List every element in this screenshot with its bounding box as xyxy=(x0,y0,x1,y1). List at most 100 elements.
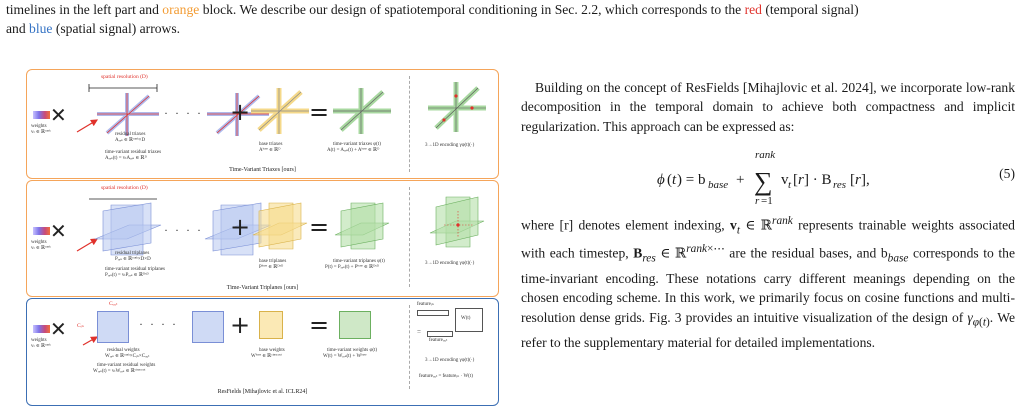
residual-label: residual weights xyxy=(107,348,140,353)
encoding-label: 3→1D encoding γφ(t)(·) xyxy=(425,358,475,363)
base-math: Aᵇᵃˢᵉ ∈ ℝᴰ xyxy=(259,148,281,153)
tv-label: time-variant weights φ(t) xyxy=(327,348,378,353)
wt-label: W(t) xyxy=(461,316,471,321)
ellipsis: · · · · xyxy=(139,317,178,331)
panel-caption: Time-Variant Triplanes [ours] xyxy=(226,285,299,291)
plus-icon: + xyxy=(230,213,251,241)
panel-caption: Time-Variant Triaxes [ours] xyxy=(229,167,296,173)
weights-math: vₜ ∈ ℝʳᵃⁿᵏ xyxy=(31,344,51,349)
base-math: Pᵇᵃˢᵉ ∈ ℝᴰˣᴰ xyxy=(259,265,284,270)
svg-text:) = b: ) = b xyxy=(677,172,705,188)
svg-text:t: t xyxy=(788,179,792,191)
intro-text: timelines in the left part and orange bl… xyxy=(6,2,859,36)
figure-3: ✕ weights vₜ ∈ ℝʳᵃⁿᵏ spatial resolution … xyxy=(26,69,499,406)
weights-math: vₜ ∈ ℝʳᵃⁿᵏ xyxy=(31,130,51,135)
encoding-triaxes-diagram xyxy=(428,82,486,132)
svg-text:v: v xyxy=(781,172,789,188)
residual-weight-square xyxy=(97,311,129,343)
arrow-lines xyxy=(82,336,99,346)
residual-math: Wᵣₑₛ ∈ ℝʳᵃⁿᵏ×Cᵢₙ×Cₒᵤₜ xyxy=(105,354,150,359)
tv-residual-label: time-variant residual weights xyxy=(97,363,156,368)
base-math: Wᵇᵃˢᵉ ∈ ℝᶜⁱⁿˣᶜᵒᵘᵗ xyxy=(251,354,282,359)
base-triaxes-diagram xyxy=(251,88,309,134)
svg-text:+: + xyxy=(736,172,744,188)
tv-label: time-variant triplanes φ(t) xyxy=(333,259,385,264)
equals-icon: = xyxy=(309,311,330,339)
divider xyxy=(409,305,410,389)
paragraph-2: where [r] denotes element indexing, vt ∈… xyxy=(521,214,1015,350)
residual-triaxes-diagram xyxy=(76,84,269,136)
ellipsis: · · · · xyxy=(164,223,203,237)
svg-text:res: res xyxy=(833,179,846,191)
ellipsis: · · · · xyxy=(164,106,203,120)
svg-text:r: r xyxy=(855,172,861,188)
svg-text:] · B: ] · B xyxy=(804,172,832,188)
tv-residual-label: time-variant residual triaxes xyxy=(105,150,162,155)
panel-triplanes: ✕ weights vₜ ∈ ℝʳᵃⁿᵏ spatial resolution … xyxy=(26,180,499,297)
feature-equation: featureₒᵤₜ = featureᵢₙ · W(t) xyxy=(419,374,473,379)
svg-text:∑: ∑ xyxy=(754,167,773,196)
weights-gradient xyxy=(33,111,50,119)
spatial-resolution-label: spatial resolution (D) xyxy=(101,74,148,80)
svg-text:(: ( xyxy=(667,172,672,188)
base-label: base triplanes xyxy=(259,259,287,264)
encoding-label: 3→1D encoding γφ(t)(·) xyxy=(425,143,475,148)
tv-residual-math: Aᵣₑₛ(t) = vₜAᵣₑₛ ∈ ℝᴰ xyxy=(105,156,147,161)
weights-gradient xyxy=(33,325,50,333)
residual-math: Pᵣₑₛ ∈ ℝʳᵃⁿᵏ×D×D xyxy=(115,257,151,262)
svg-text:base: base xyxy=(708,179,728,191)
svg-text:[: [ xyxy=(793,172,798,188)
divider xyxy=(409,187,410,287)
tv-triaxes-diagram xyxy=(333,88,391,134)
feature-in-vector xyxy=(417,310,449,316)
c-out-label: Cₒᵤₜ xyxy=(109,301,118,307)
feature-in-label: featureᵢₙ xyxy=(417,302,434,307)
residual-weight-square xyxy=(192,311,224,343)
tv-math: W(t) = Wᵣₑₛ(t) + Wᵇᵃˢᵉ xyxy=(323,354,367,359)
multiply-icon: ✕ xyxy=(50,219,67,243)
svg-text:rank: rank xyxy=(755,149,776,161)
equals-icon: = xyxy=(309,213,330,241)
equals-small: = xyxy=(417,328,421,336)
tv-label: time-variant triaxes φ(t) xyxy=(333,142,381,147)
blue-word: blue xyxy=(29,21,53,36)
residual-label: residual triplanes xyxy=(115,251,150,256)
tv-weight-square xyxy=(339,311,371,339)
svg-text:r: r xyxy=(798,172,804,188)
panel-caption: ResFields [Mihajlovic et al. ICLR24] xyxy=(217,389,308,395)
residual-math: Aᵣₑₛ ∈ ℝʳᵃⁿᵏ×D xyxy=(115,138,146,143)
weights-label: weights xyxy=(31,338,47,343)
weights-label: weights xyxy=(31,124,47,129)
tv-residual-math: Pᵣₑₛ(t) = vₜPᵣₑₛ ∈ ℝᴰˣᴰ xyxy=(105,273,149,278)
divider xyxy=(409,76,410,172)
base-weight-square xyxy=(259,311,283,339)
tv-math: A(t) = Aᵣₑₛ(t) + Aᵇᵃˢᵉ ∈ ℝᴰ xyxy=(327,148,380,153)
svg-text:[: [ xyxy=(850,172,855,188)
tv-residual-label: time-variant residual triplanes xyxy=(105,267,165,272)
svg-text:t: t xyxy=(672,172,677,188)
tv-triplanes-diagram xyxy=(334,202,390,250)
multiply-icon: ✕ xyxy=(50,317,67,341)
encoding-triplanes-diagram xyxy=(429,196,485,248)
svg-text:ϕ: ϕ xyxy=(657,172,665,188)
paragraph-1: Building on the concept of ResFields [Mi… xyxy=(521,80,1015,134)
plus-icon: + xyxy=(230,311,251,339)
c-in-label: Cᵢₙ xyxy=(77,323,84,329)
equation-number: (5) xyxy=(999,165,1015,181)
base-label: base triaxes xyxy=(259,142,283,147)
feature-out-label: featureₒᵤₜ xyxy=(429,338,448,343)
weights-gradient xyxy=(33,227,50,235)
base-triplanes-diagram xyxy=(252,202,308,250)
tv-math: P(t) = Pᵣₑₛ(t) + Pᵇᵃˢᵉ ∈ ℝᴰˣᴰ xyxy=(325,265,379,270)
panel-triaxes: ✕ weights vₜ ∈ ℝʳᵃⁿᵏ spatial resolution … xyxy=(26,69,499,179)
red-word: red xyxy=(744,2,762,17)
plus-icon: + xyxy=(230,98,251,126)
multiply-icon: ✕ xyxy=(50,103,67,127)
equals-icon: = xyxy=(309,98,330,126)
weights-math: vₜ ∈ ℝʳᵃⁿᵏ xyxy=(31,246,51,251)
orange-word: orange xyxy=(162,2,200,17)
weight-matrix-box xyxy=(455,308,483,332)
svg-text:],: ], xyxy=(861,172,870,188)
